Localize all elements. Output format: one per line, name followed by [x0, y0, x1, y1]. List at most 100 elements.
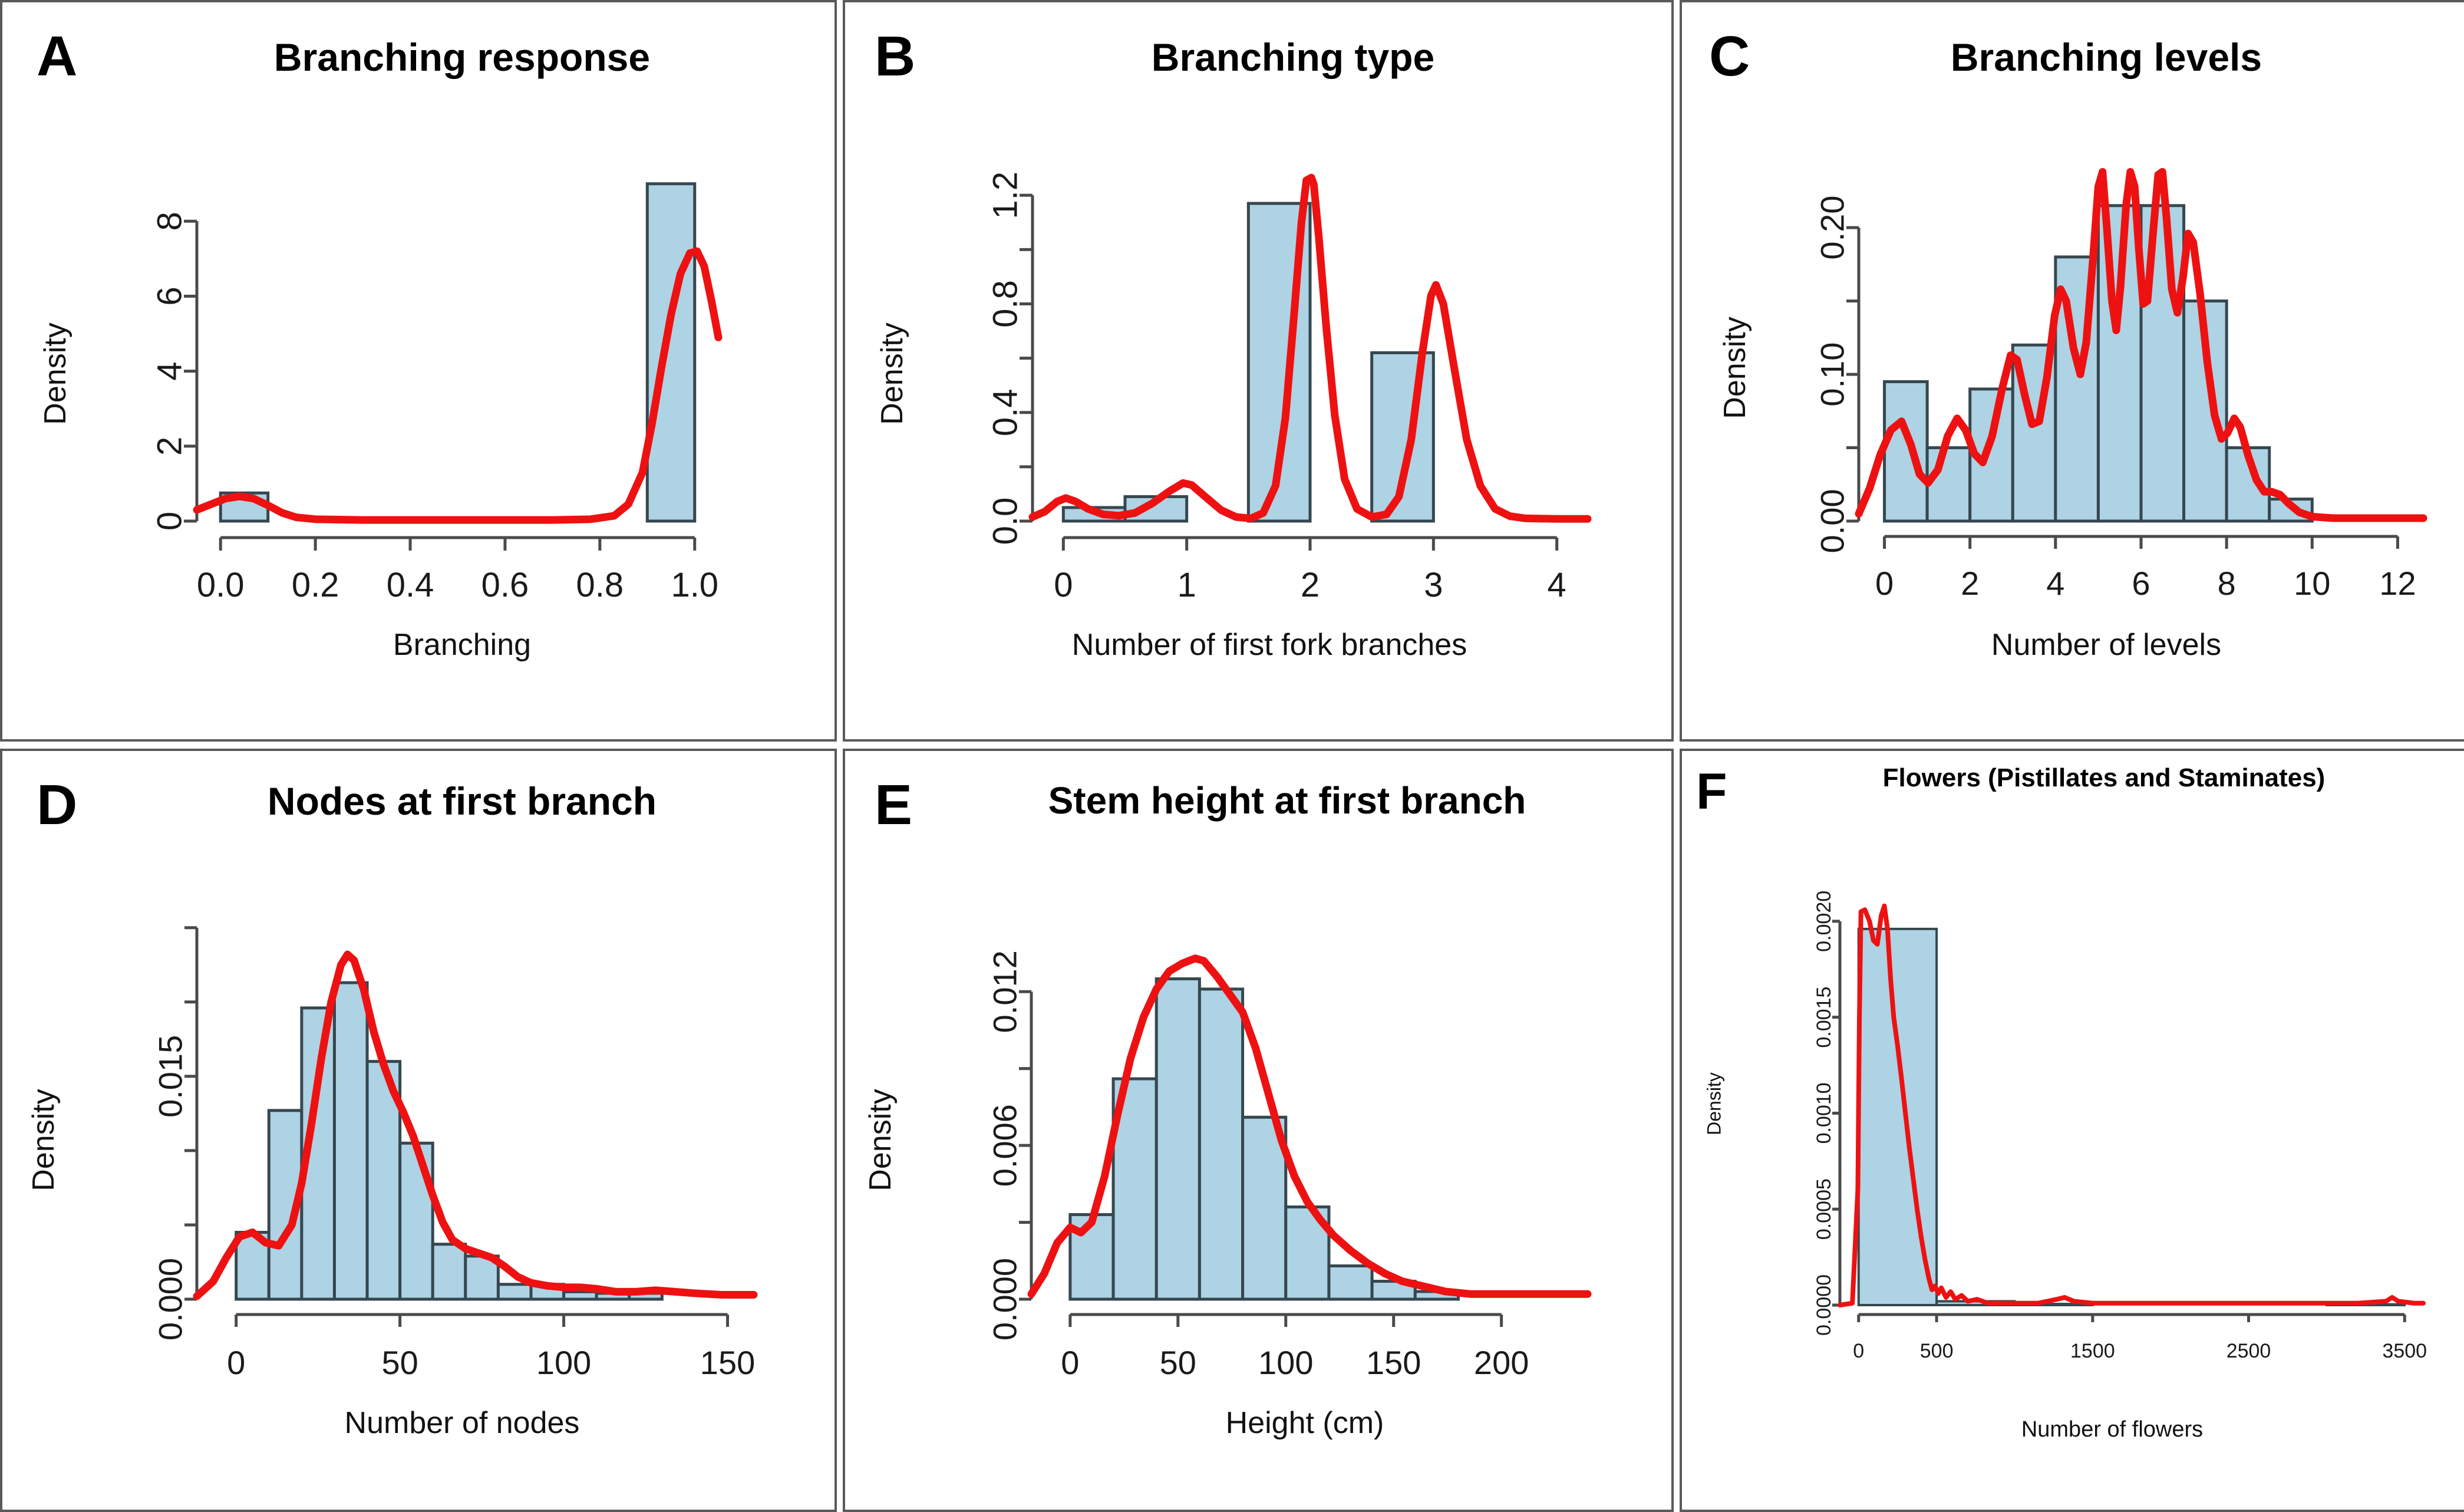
histogram-bar: [1241, 1115, 1288, 1301]
panel-title-a: Branching response: [273, 35, 651, 79]
x-tick-label: 150: [700, 1344, 755, 1381]
density-curve: [1027, 954, 1592, 1298]
histogram-bar: [431, 1243, 467, 1301]
panel-e-xlabel: Height (cm): [1225, 1406, 1384, 1440]
density-curve-group: [1028, 173, 1592, 523]
histogram-bar: [1198, 987, 1245, 1301]
panel-e: E Stem height at first branch Density He…: [843, 749, 1674, 1512]
x-tick-label: 0.2: [292, 566, 339, 604]
y-tick-label: 2: [151, 437, 189, 456]
y-tick-label: 0.0005: [1813, 1178, 1835, 1240]
x-tick-label: 150: [1366, 1344, 1421, 1381]
x-tick-label: 50: [381, 1344, 418, 1381]
histogram-bar: [496, 1283, 533, 1301]
y-tick-label: 0.0015: [1813, 987, 1835, 1048]
x-tick-label: 0.4: [387, 566, 434, 604]
x-tick-label: 200: [1474, 1344, 1529, 1381]
x-tick-label: 2: [1961, 565, 1979, 602]
x-tick-label: 1.0: [671, 566, 718, 604]
histogram-bars: [219, 182, 697, 523]
x-tick-label: 0: [1875, 565, 1894, 602]
x-tick-label: 100: [1258, 1344, 1313, 1381]
panel-letter-e: E: [875, 773, 913, 836]
histogram-bar: [1883, 380, 1929, 523]
x-tick-label: 2500: [2226, 1340, 2271, 1362]
y-tick-label: 0.006: [987, 1104, 1024, 1187]
x-tick-label: 0: [1054, 566, 1073, 604]
y-tick-label: 1.2: [987, 172, 1025, 219]
y-tick-label: 0.20: [1814, 196, 1851, 260]
histogram-bar: [1925, 446, 1972, 523]
y-tick-label: 0.8: [987, 280, 1025, 328]
histogram-bar: [1370, 351, 1435, 523]
histogram-bar: [1155, 977, 1201, 1301]
x-tick-label: 500: [1920, 1340, 1954, 1362]
panel-a-xlabel: Branching: [392, 628, 532, 662]
panel-f: F Flowers (Pistillates and Staminates) D…: [1680, 749, 2464, 1512]
panel-b-plot: 0.0 0.4 0.8 1.2 0 1 2 3 4: [987, 172, 1592, 604]
density-curve: [193, 950, 758, 1300]
panel-title-e: Stem height at first branch: [1048, 779, 1526, 822]
histogram-bar: [562, 1290, 598, 1301]
y-tick-label: 0.0010: [1813, 1082, 1835, 1144]
panel-letter-d: D: [37, 773, 78, 836]
x-tick-label: 1: [1177, 566, 1196, 604]
histogram-bars: [235, 981, 664, 1301]
panel-c-xlabel: Number of levels: [1991, 628, 2222, 662]
panel-title-d: Nodes at first branch: [267, 779, 657, 823]
panel-a: A Branching response Density Branching 0…: [0, 0, 837, 742]
y-tick-label: 0.000: [987, 1258, 1024, 1340]
x-tick-label: 100: [536, 1344, 591, 1381]
x-tick-label: 0.0: [197, 566, 245, 604]
panel-title-c: Branching levels: [1950, 35, 2262, 79]
panel-b-xlabel: Number of first fork branches: [1071, 628, 1467, 662]
panel-f-plot: 0.0000 0.0005 0.0010 0.0015 0.0020 0 500 1500 25…: [1813, 891, 2427, 1362]
panel-e-plot: 0.000 0.006 0.012 0 50 100 150 200: [987, 950, 1592, 1381]
histogram-bar: [2182, 299, 2228, 523]
x-tick-label: 50: [1160, 1344, 1196, 1381]
histogram-bar: [332, 981, 369, 1301]
panel-f-xlabel: Number of flowers: [2021, 1417, 2204, 1442]
y-tick-label: 6: [151, 286, 189, 305]
y-tick-label: 0.0000: [1813, 1274, 1835, 1336]
y-tick-label: 0.0: [987, 498, 1025, 545]
density-curve-group: [1838, 903, 2426, 1307]
y-tick-label: 0.0020: [1813, 891, 1835, 952]
panel-letter-c: C: [1709, 25, 1750, 88]
x-tick-label: 0: [1061, 1344, 1079, 1381]
x-tick-label: 2: [1301, 566, 1320, 604]
x-tick-label: 3: [1424, 566, 1443, 604]
y-tick-label: 0.00: [1814, 489, 1851, 554]
histogram-bars: [1883, 204, 2314, 523]
histogram-bar: [2139, 204, 2186, 523]
x-tick-label: 4: [1548, 566, 1566, 604]
x-tick-label: 0.6: [481, 566, 529, 604]
panel-d-xlabel: Number of nodes: [344, 1406, 580, 1440]
x-tick-label: 0.8: [576, 566, 624, 604]
x-tick-label: 8: [2218, 565, 2236, 602]
histogram-bar: [1327, 1264, 1374, 1301]
histogram-bars: [1857, 927, 2406, 1307]
panel-c: C Branching levels Density Number of lev…: [1680, 0, 2464, 742]
x-tick-label: 1500: [2070, 1340, 2115, 1362]
panel-b: B Branching type Density Number of first…: [843, 0, 1674, 742]
density-curve: [193, 247, 723, 524]
y-tick-label: 4: [151, 362, 189, 381]
y-tick-label: 8: [151, 212, 189, 230]
x-tick-label: 0: [227, 1344, 245, 1381]
x-tick-label: 0: [1853, 1340, 1864, 1362]
x-tick-label: 12: [2379, 565, 2416, 602]
y-tick-label: 0.4: [987, 388, 1025, 436]
y-tick-label: 0.012: [987, 950, 1024, 1033]
density-curve-group: [1027, 954, 1592, 1298]
histogram-bar: [398, 1141, 434, 1301]
density-curve: [1028, 173, 1592, 523]
histogram-bar: [1968, 387, 2014, 523]
density-curve: [1838, 903, 2426, 1307]
histogram-bars: [1061, 202, 1435, 523]
x-tick-label: 10: [2294, 565, 2330, 602]
x-tick-label: 3500: [2382, 1340, 2427, 1362]
